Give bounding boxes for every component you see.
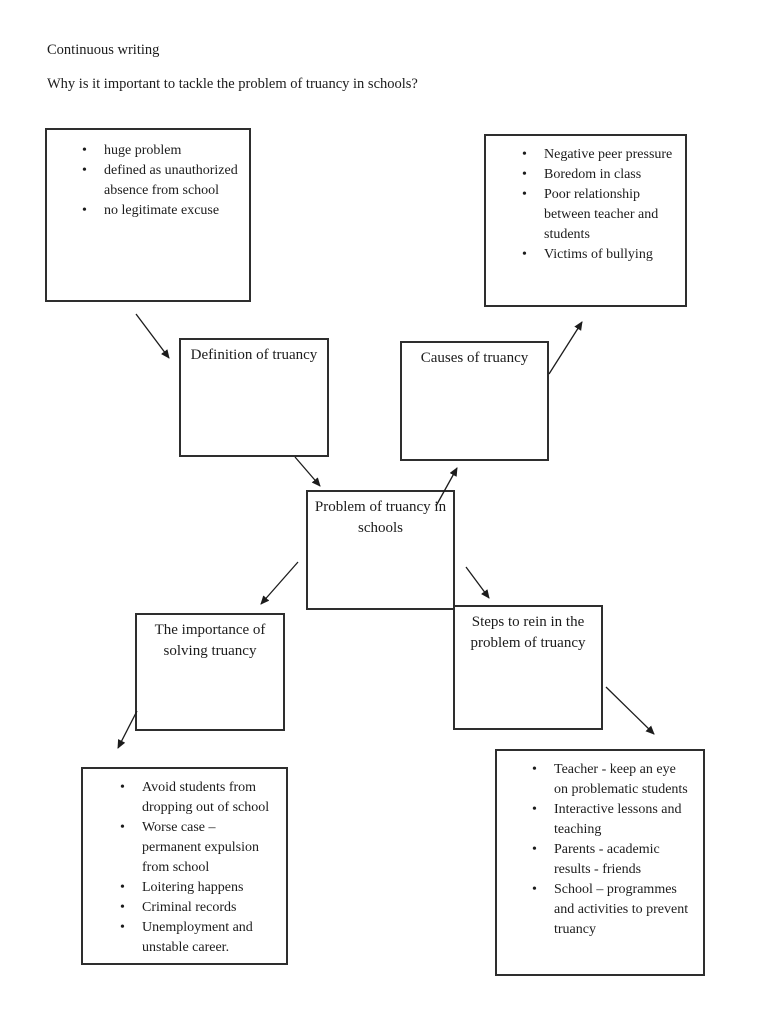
bullet-icon: • — [120, 920, 125, 935]
list-item: • Victims of bullying — [522, 245, 675, 265]
list-item-text: Avoid students from dropping out of scho… — [142, 780, 270, 815]
list-item-text: Loitering happens — [142, 880, 244, 895]
list-item: • Parents - academic results - friends — [532, 840, 691, 880]
list-item-text: Boredom in class — [544, 167, 642, 182]
list-item: • Poor relationship between teacher and s… — [522, 185, 675, 245]
document-title: Continuous writing — [47, 42, 160, 58]
list-item: • Worse case – permanent expulsion from s… — [120, 818, 276, 878]
list-item: • huge problem — [82, 141, 239, 161]
list-item-text: defined as unauthorized absence from sch… — [104, 163, 238, 198]
node-steps-to-rein-in: Steps to rein in the problem of truancy — [453, 605, 603, 730]
list-item: • no legitimate excuse — [82, 201, 239, 221]
list-item-text: Victims of bullying — [544, 247, 653, 262]
list-item-text: Parents - academic results - friends — [554, 842, 660, 877]
list-item-text: School – programmes and activities to pr… — [554, 882, 689, 937]
list-item-text: Interactive lessons and teaching — [554, 802, 682, 837]
list-item-text: Poor relationship between teacher and st… — [544, 187, 659, 242]
list-item-text: no legitimate excuse — [104, 203, 220, 218]
list-item: • School – programmes and activities to p… — [532, 880, 691, 940]
bullet-icon: • — [522, 187, 527, 202]
bullet-icon: • — [522, 247, 527, 262]
list-item: • Teacher - keep an eye on problematic st… — [532, 760, 691, 800]
note-box-steps-details: • Teacher - keep an eye on problematic st… — [495, 749, 705, 976]
list-item: • defined as unauthorized absence from sc… — [82, 161, 239, 201]
bullet-icon: • — [532, 882, 537, 897]
bullet-icon: • — [82, 143, 87, 158]
bullet-icon: • — [120, 900, 125, 915]
node-label: Definition of truancy — [190, 347, 318, 363]
bullet-icon: • — [532, 842, 537, 857]
node-causes-of-truancy: Causes of truancy — [400, 341, 549, 461]
list-item: • Unemployment and unstable career. — [120, 918, 276, 958]
bullet-icon: • — [82, 203, 87, 218]
bullet-icon: • — [522, 147, 527, 162]
node-label: Causes of truancy — [420, 350, 529, 366]
list-item: • Loitering happens — [120, 878, 276, 898]
bullet-icon: • — [522, 167, 527, 182]
node-label: The importance of solving truancy — [154, 622, 266, 659]
bullet-icon: • — [120, 880, 125, 895]
bullet-icon: • — [532, 802, 537, 817]
note-box-definition-details: • huge problem • defined as unauthorized a… — [45, 128, 251, 302]
steps-bullet-list: • Teacher - keep an eye on problematic st… — [497, 751, 703, 940]
list-item-text: Negative peer pressure — [544, 147, 673, 162]
node-definition-of-truancy: Definition of truancy — [179, 338, 329, 457]
node-importance-of-solving: The importance of solving truancy — [135, 613, 285, 731]
arrow-notes-to-definition — [135, 313, 170, 359]
note-box-causes-details: • Negative peer pressure • Boredom in clas… — [484, 134, 687, 307]
bullet-icon: • — [82, 163, 87, 178]
list-item-text: Criminal records — [142, 900, 237, 915]
list-item: • Avoid students from dropping out of sch… — [120, 778, 276, 818]
list-item-text: Unemployment and unstable career. — [142, 920, 253, 955]
bullet-icon: • — [120, 820, 125, 835]
list-item: • Boredom in class — [522, 165, 675, 185]
causes-bullet-list: • Negative peer pressure • Boredom in clas… — [486, 136, 685, 265]
arrow-problem-to-steps — [465, 566, 490, 599]
importance-bullet-list: • Avoid students from dropping out of sch… — [83, 769, 286, 958]
list-item: • Interactive lessons and teaching — [532, 800, 691, 840]
definition-bullet-list: • huge problem • defined as unauthorized a… — [47, 130, 249, 221]
node-label: Steps to rein in the problem of truancy — [470, 614, 586, 651]
note-box-importance-details: • Avoid students from dropping out of sch… — [81, 767, 288, 965]
bullet-icon: • — [532, 762, 537, 777]
arrow-problem-to-importance — [260, 561, 299, 605]
essay-question: Why is it important to tackle the proble… — [47, 76, 418, 92]
list-item-text: huge problem — [104, 143, 182, 158]
list-item: • Negative peer pressure — [522, 145, 675, 165]
list-item-text: Worse case – permanent expulsion from sc… — [142, 820, 260, 875]
bullet-icon: • — [120, 780, 125, 795]
arrow-causes-to-notes — [548, 321, 583, 375]
arrow-definition-to-problem — [294, 456, 321, 487]
arrow-steps-to-notes — [605, 686, 655, 735]
node-problem-of-truancy: Problem of truancy in schools — [306, 490, 455, 610]
list-item-text: Teacher - keep an eye on problematic stu… — [554, 762, 688, 797]
list-item: • Criminal records — [120, 898, 276, 918]
node-label: Problem of truancy in schools — [314, 499, 447, 536]
